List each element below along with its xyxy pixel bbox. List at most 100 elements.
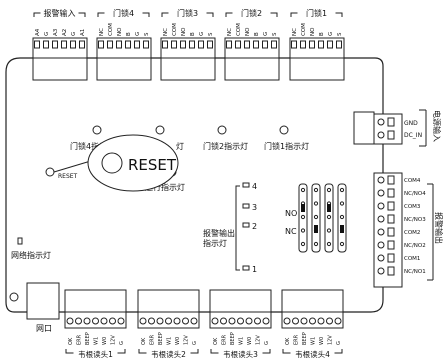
power-screw-2 <box>377 131 385 139</box>
top-terminal-housing <box>32 57 88 81</box>
jumper-pin <box>339 241 345 247</box>
jumper-pin <box>300 187 306 193</box>
top-group-title: 门锁3 <box>177 8 198 18</box>
bottom-pin-label: W0 <box>175 337 181 345</box>
power-pin-2 <box>387 130 395 140</box>
jumper-pin <box>326 241 332 247</box>
top-terminal-pin <box>198 40 204 49</box>
alarm-output-indicator-label: 报警输出 指示灯 <box>203 228 238 248</box>
bottom-terminal-screw <box>148 317 155 325</box>
alarm-output-pin <box>387 214 395 224</box>
bottom-pin-label: OK <box>213 337 219 345</box>
board-outline <box>5 57 384 313</box>
jumper-pin <box>313 187 319 193</box>
network-led <box>17 237 23 245</box>
bottom-pin-label: 12V <box>328 335 334 345</box>
lock1-indicator-label: 门锁1指示灯 <box>264 141 309 151</box>
top-pin-label: G <box>135 32 141 36</box>
bottom-terminal-screw <box>109 317 116 325</box>
alarm-output-pin <box>387 188 395 198</box>
bottom-pin-label: OK <box>285 337 291 345</box>
power-dcin-label: DC_IN <box>404 132 422 139</box>
bottom-group-title-bg <box>146 348 191 359</box>
top-terminal-pin <box>207 40 213 49</box>
top-group-title-bg <box>168 8 207 18</box>
top-terminal-housing <box>224 57 280 81</box>
alarm-output-pin <box>387 253 395 263</box>
jumper-pin <box>326 214 332 220</box>
bottom-terminal-screw <box>309 317 316 325</box>
bottom-terminal-screw <box>165 317 172 325</box>
top-terminal-block <box>160 37 216 59</box>
top-pin-label: NO <box>310 27 316 36</box>
alarm-led-3 <box>242 203 250 209</box>
bottom-terminal-screw <box>156 317 164 325</box>
top-pin-label: B <box>126 32 132 36</box>
alarm-output-pin-label: NC/NO4 <box>404 191 426 197</box>
alarm-led-4-label: 4 <box>252 182 257 191</box>
bottom-pin-label: ERR <box>222 334 228 345</box>
top-group-title: 门锁2 <box>241 8 262 18</box>
top-pin-label: S <box>208 32 214 36</box>
top-pin-label: B <box>190 32 196 36</box>
bottom-terminal-screw <box>173 317 181 325</box>
alarm-led-1-label: 1 <box>252 265 257 274</box>
bottom-pin-label: G <box>264 341 270 345</box>
top-pin-label: A2 <box>62 29 68 36</box>
alarm-output-screw <box>377 228 385 236</box>
bottom-pin-label: BEEP <box>302 332 308 345</box>
top-terminal-pin <box>34 40 40 49</box>
jumper-cap <box>327 204 331 212</box>
top-terminal-pin <box>309 40 315 49</box>
reset-leader-line <box>53 159 95 173</box>
bottom-terminal-screw <box>326 317 333 325</box>
bottom-group-title: 韦根读头4 <box>295 349 330 359</box>
alarm-output-leds: 4 3 2 1 报警输出 指示灯 <box>203 182 257 274</box>
bottom-group-title: 韦根读头1 <box>78 349 113 359</box>
jumper-pin <box>339 201 345 206</box>
top-group-title-bg <box>232 8 271 18</box>
alarm-led-2 <box>242 222 250 228</box>
alarm-output-pin-label: NC/NO3 <box>404 217 426 223</box>
bottom-group-title-bg <box>290 348 335 359</box>
top-terminal-pin <box>116 40 122 49</box>
alarm-led-1 <box>242 265 250 271</box>
top-pin-label: B <box>254 32 260 36</box>
bottom-terminal-housing <box>137 289 200 313</box>
top-pin-label: A3 <box>53 28 59 36</box>
top-pin-label: NO <box>245 27 251 36</box>
bottom-terminal-screw <box>317 317 325 325</box>
bottom-pin-label: W1 <box>311 337 317 345</box>
top-terminal-pin <box>253 40 259 49</box>
jumper-pin <box>339 214 345 220</box>
bottom-pin-label: OK <box>141 337 147 345</box>
top-group-title: 报警输入 <box>44 8 76 18</box>
bottom-pin-label: BEEP <box>230 332 236 345</box>
power-screw-1 <box>377 118 385 126</box>
power-gnd-label: GND <box>404 120 418 127</box>
bottom-terminal-screw <box>262 317 270 325</box>
bottom-pin-label: W1 <box>239 337 245 345</box>
power-input-block: GND DC_IN 电源输入 <box>353 109 442 147</box>
alarm-output-pin-label: NC/NO2 <box>404 243 426 249</box>
top-terminal-pin <box>262 40 268 49</box>
bottom-pin-label: G <box>192 341 198 345</box>
top-terminal-pin <box>143 40 149 49</box>
top-terminal-housing <box>160 57 216 81</box>
alarm-output-pin-label: COM3 <box>404 204 421 210</box>
nc-label: NC <box>285 227 297 236</box>
top-pin-label: G <box>328 32 334 36</box>
top-pin-label: NO <box>117 27 123 36</box>
bottom-terminal-screw <box>100 317 108 325</box>
bottom-pin-label: W1 <box>167 337 173 345</box>
bottom-terminal-screw <box>190 317 198 325</box>
top-terminal-pin <box>327 40 333 49</box>
jumper-2 <box>324 183 334 253</box>
alarm-output-pin <box>387 227 395 237</box>
jumper-cap <box>301 204 305 212</box>
bottom-group-title: 韦根读头3 <box>223 349 258 359</box>
